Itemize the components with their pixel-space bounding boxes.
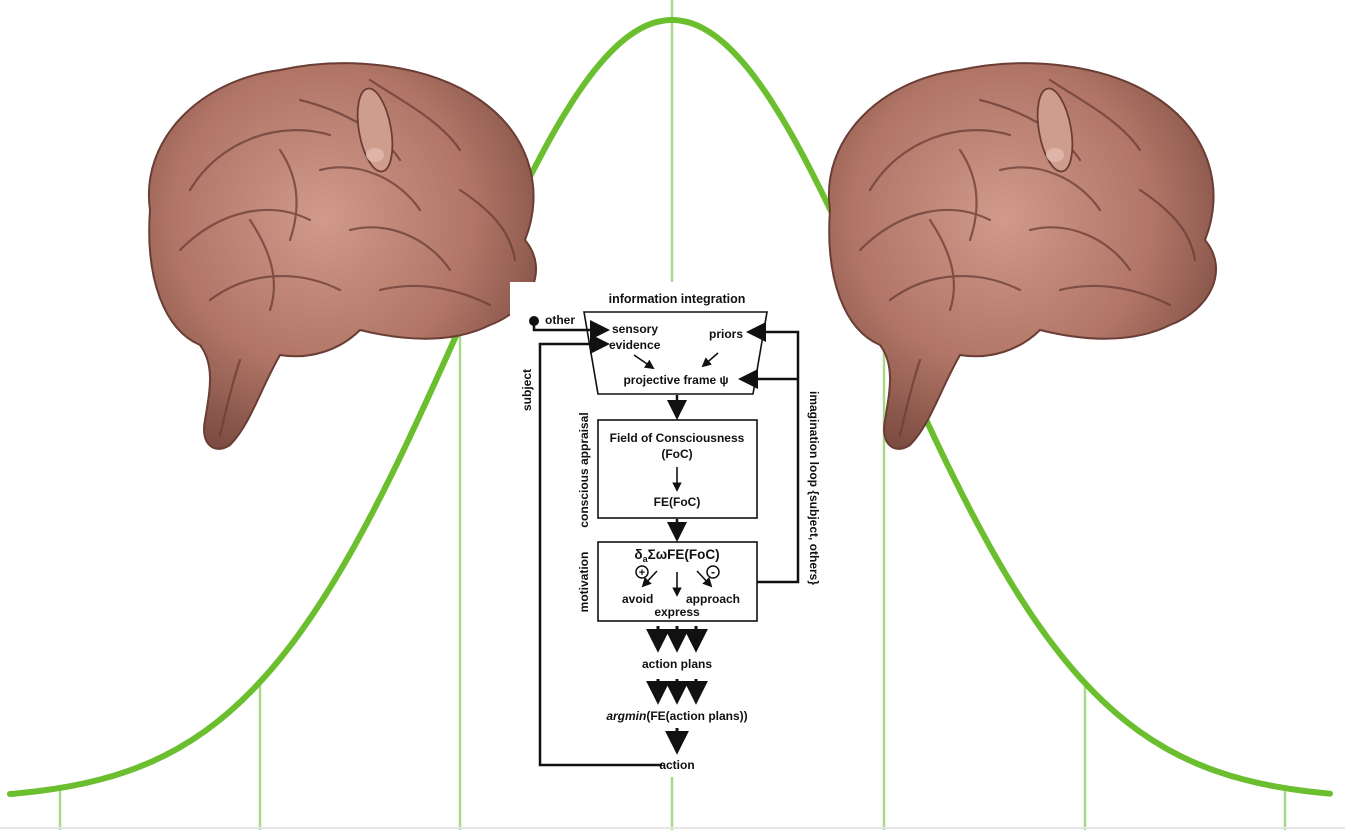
sensory-evidence-label: sensory [612, 322, 658, 336]
priors-label: priors [709, 327, 743, 341]
subject-label: subject [520, 369, 534, 411]
foc-title: Field of Consciousness [610, 431, 745, 445]
formula-rest: ΣωFE(FoC) [648, 547, 720, 562]
other-input-label: other [545, 313, 575, 327]
fe-foc-label: FE(FoC) [654, 495, 701, 509]
express-label: express [654, 605, 700, 619]
argmin-label: argmin(FE(action plans)) [606, 709, 747, 723]
avoid-label: avoid [622, 592, 653, 606]
motivation-formula: δaΣωFE(FoC) [634, 547, 719, 564]
minus-sign: - [711, 565, 715, 579]
projective-frame-label: projective frame ψ [623, 373, 728, 387]
approach-label: approach [686, 592, 740, 606]
left-brain-illustration [149, 63, 536, 449]
argmin-rest: (FE(action plans)) [646, 709, 747, 723]
plus-sign: + [639, 567, 645, 579]
imagination-loop-label: imagination loop {subject, others} [807, 391, 821, 585]
action-plans-label: action plans [642, 657, 712, 671]
sensory-evidence-label-line2: evidence [609, 338, 661, 352]
argmin-italic: argmin [606, 709, 646, 723]
right-brain-illustration [829, 63, 1216, 449]
motivation-side-label: motivation [577, 552, 591, 613]
formula-delta: δ [634, 547, 642, 562]
action-label: action [659, 758, 694, 772]
conscious-appraisal-label: conscious appraisal [577, 412, 591, 527]
foc-title-line2: (FoC) [661, 447, 692, 461]
information-integration-label: information integration [609, 292, 746, 306]
